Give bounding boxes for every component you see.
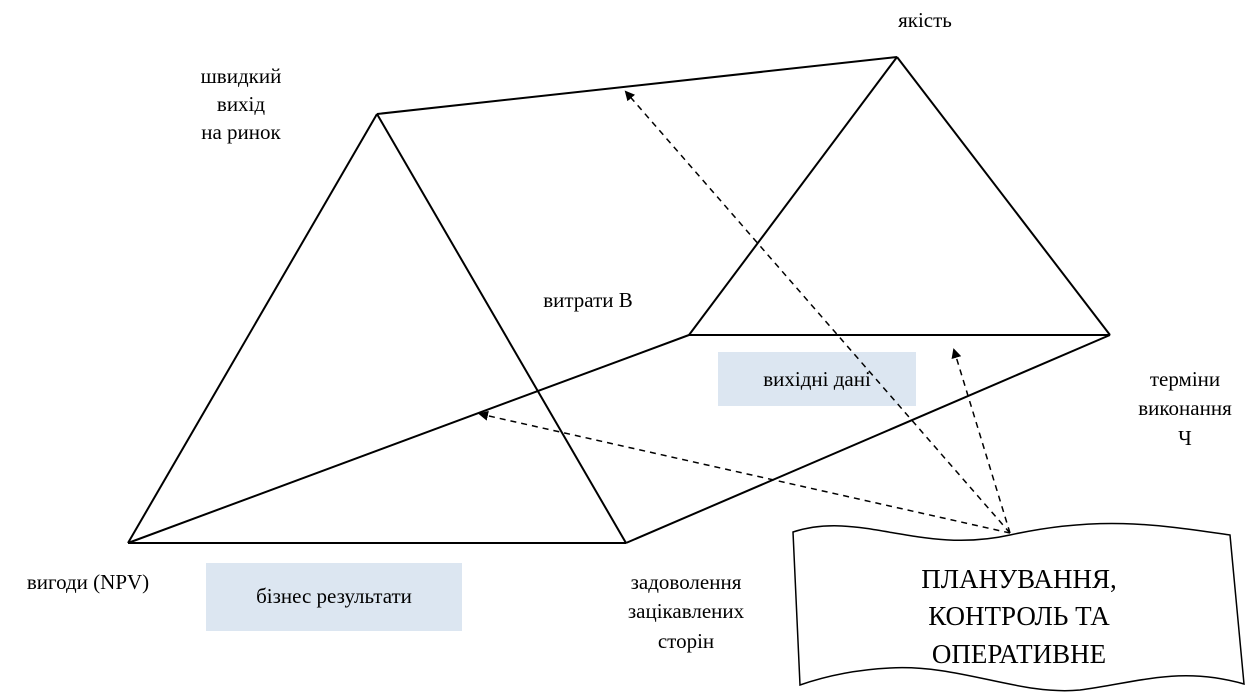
- arrow-to-back-base: [951, 348, 1011, 534]
- front-left-edge: [127, 113, 378, 544]
- banner-line-1: ПЛАНУВАННЯ,: [921, 564, 1117, 594]
- label-fast-market-3: на ринок: [201, 120, 281, 144]
- label-satisfaction-2: зацікавлених: [628, 599, 745, 623]
- source-data-box: [718, 352, 916, 406]
- label-terms-1: терміни: [1150, 367, 1220, 391]
- label-satisfaction-3: сторін: [658, 629, 714, 653]
- arrows: [478, 90, 1011, 534]
- back-right-edge: [896, 56, 1111, 336]
- label-costs: витрати В: [543, 288, 633, 312]
- prism: [127, 56, 1111, 544]
- label-quality: якість: [898, 8, 952, 32]
- label-satisfaction-1: задоволення: [631, 570, 742, 594]
- label-terms-3: Ч: [1178, 426, 1192, 450]
- banner-shape: [792, 522, 1245, 692]
- label-fast-market-1: швидкий: [201, 64, 282, 88]
- source-data-label: вихідні дані: [763, 367, 871, 391]
- label-benefits: вигоди (NPV): [27, 570, 149, 594]
- arrow-to-ridge: [624, 90, 1011, 534]
- bottom-left-edge: [127, 334, 690, 544]
- banner-line-2: КОНТРОЛЬ ТА: [928, 601, 1110, 631]
- top-ridge-edge: [376, 56, 898, 115]
- business-results-label: бізнес результати: [256, 584, 412, 608]
- banner-line-3: ОПЕРАТИВНЕ: [932, 639, 1106, 669]
- label-fast-market-2: вихід: [217, 92, 265, 116]
- bottom-right-edge: [625, 334, 1111, 544]
- business-results-box: [206, 563, 462, 631]
- front-right-edge: [376, 113, 627, 544]
- arrow-to-bottom-face: [478, 410, 1011, 534]
- back-left-edge: [688, 56, 898, 336]
- label-terms-2: виконання: [1138, 396, 1232, 420]
